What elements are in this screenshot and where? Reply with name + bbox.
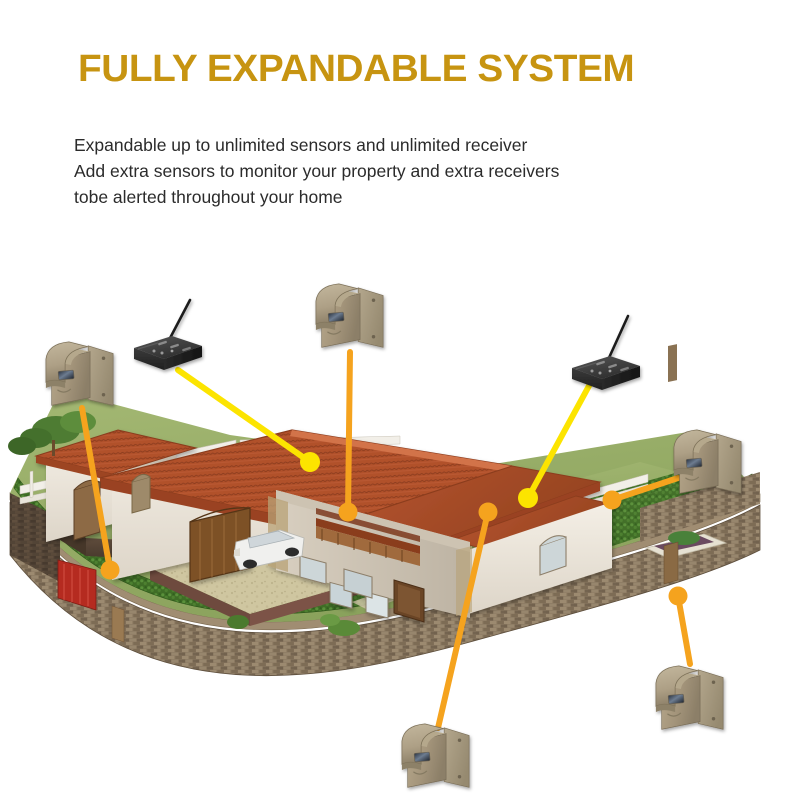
- sensor-logo: [413, 770, 428, 775]
- receiver-antenna: [606, 314, 630, 362]
- link-sensor-bottom-right: [675, 593, 693, 667]
- link-receiver-top-left: [175, 367, 313, 465]
- window-lower-1: [299, 555, 327, 585]
- link-receiver-top-right: [525, 381, 593, 501]
- shrubs: [227, 614, 360, 636]
- receiver-top-left[interactable]: [134, 298, 202, 370]
- sensor-lens: [413, 751, 431, 763]
- subtitle-line-1: Expandable up to unlimited sensors and u…: [74, 135, 528, 155]
- link-dot-sensor-right: [602, 490, 622, 510]
- receiver-top-right[interactable]: [572, 314, 640, 390]
- red-gate: [57, 559, 97, 611]
- receiver-controls: [152, 340, 191, 355]
- sensor-lens: [327, 311, 345, 323]
- receiver-top-face: [572, 356, 640, 379]
- window-arch-left: [131, 476, 151, 514]
- connector-lines: [79, 349, 693, 731]
- side-door-left: [73, 481, 101, 541]
- receiver-front-face: [572, 368, 602, 390]
- window-upper-2: [365, 591, 389, 619]
- link-sensor-bottom-center: [435, 509, 491, 731]
- link-sensor-top-center: [345, 349, 353, 515]
- sensor-logo: [327, 330, 342, 335]
- link-dot-sensor-bottom-center: [478, 502, 498, 522]
- page-title: FULLY EXPANDABLE SYSTEM: [78, 48, 635, 90]
- fence-post-right: [668, 344, 677, 383]
- house: [34, 429, 622, 623]
- sensor-right[interactable]: [673, 429, 742, 494]
- receiver-controls: [590, 360, 629, 375]
- page-subtitle: Expandable up to unlimited sensors and u…: [74, 132, 559, 210]
- receiver-side-face: [164, 346, 202, 370]
- sensor-top-center[interactable]: [315, 283, 384, 348]
- link-dot-sensor-bottom-right: [668, 586, 688, 606]
- sensor-logo: [57, 388, 72, 393]
- sensor-mount-plate: [87, 345, 114, 406]
- white-suv: [233, 529, 305, 571]
- link-dot-receiver-top-right: [518, 488, 538, 508]
- property-illustration: [0, 250, 800, 800]
- house-main-ridge: [290, 430, 512, 472]
- subtitle-line-2: Add extra sensors to monitor your proper…: [74, 161, 560, 181]
- receiver-antenna: [166, 298, 192, 344]
- sensor-lens: [57, 369, 75, 381]
- sensor-top-left[interactable]: [45, 341, 114, 406]
- receiver-top-face: [134, 336, 202, 359]
- receiver-side-face: [602, 366, 640, 390]
- sensor-mount-plate: [443, 727, 470, 788]
- link-sensor-top-left: [79, 405, 113, 573]
- sensor-mount-plate: [357, 287, 384, 348]
- sensor-mount-plate: [697, 669, 724, 730]
- sensor-lens: [685, 457, 703, 469]
- link-dot-sensor-top-center: [338, 502, 358, 522]
- receiver-front-face: [134, 348, 164, 370]
- wood-post-right: [663, 541, 679, 585]
- subtitle-line-3: tobe alerted throughout your home: [74, 187, 343, 207]
- wood-post-left: [111, 605, 125, 643]
- sensor-logo: [685, 476, 700, 481]
- window-lower-2: [343, 568, 373, 599]
- link-dot-sensor-top-left: [100, 560, 120, 580]
- sensor-logo: [667, 712, 682, 717]
- sensor-mount-plate: [715, 433, 742, 494]
- front-retaining-wall: [9, 501, 761, 676]
- sensor-lens: [667, 693, 685, 705]
- link-sensor-right: [609, 475, 681, 503]
- link-dot-receiver-top-left: [300, 452, 320, 472]
- trees: [8, 411, 96, 456]
- sensor-bottom-right[interactable]: [655, 665, 724, 730]
- sensor-bottom-center[interactable]: [401, 723, 470, 788]
- balcony: [316, 508, 420, 566]
